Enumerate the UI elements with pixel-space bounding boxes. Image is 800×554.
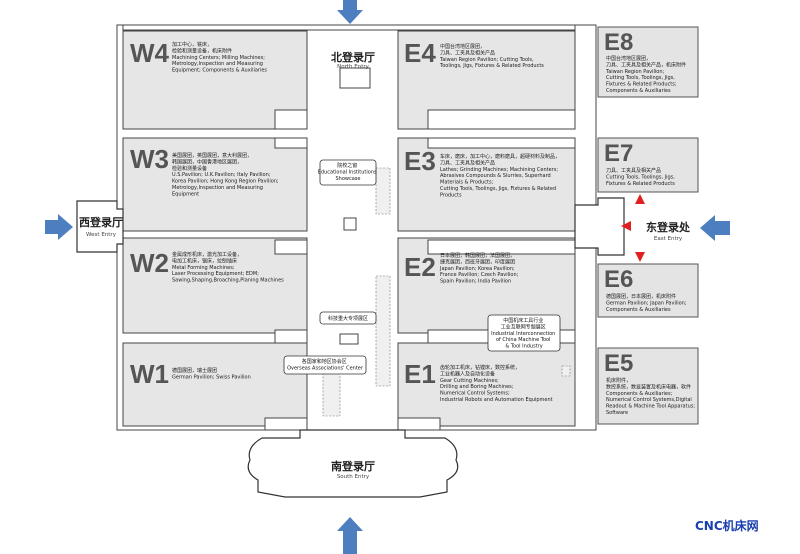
hall-w3[interactable] xyxy=(122,137,308,232)
east-door-arrow-down-icon xyxy=(635,252,645,262)
education-showcase-box[interactable] xyxy=(319,159,377,186)
e2-notch xyxy=(427,239,576,255)
pillar-mid xyxy=(343,217,357,231)
w1-notch xyxy=(274,329,308,344)
w2-notch xyxy=(274,239,308,255)
watermark-label: CNC机床网 xyxy=(695,519,759,533)
west-entry-en: West Entry xyxy=(86,232,117,238)
w1-bottom-notch xyxy=(264,417,308,431)
hall-w1-desc: 德国展团，瑞士展团 German Pavilion; Swiss Pavilio… xyxy=(172,367,251,380)
overseas-center-label: 各国家和地区协会区 Overseas Associations' Center xyxy=(287,358,364,372)
hall-w4-desc: 加工中心，铣床， 检验和测量设备，机床附件 Machining Centers;… xyxy=(172,41,267,74)
west-entry-arrow-icon xyxy=(45,214,73,240)
key-project-label: 科技重大专项展区 xyxy=(328,315,368,322)
hall-e6[interactable] xyxy=(597,263,699,318)
hall-e3-desc: 车床，磨床，加工中心，磨料磨具，超硬材料及制品， 刀具、工夹具及相关产品 Lat… xyxy=(440,153,562,198)
hall-w2-desc: 金属成形机床，激光加工设备， 电加工机床，锯床，拉刨插床 Metal Formi… xyxy=(172,251,284,284)
key-project-box[interactable] xyxy=(319,311,377,325)
hall-e1[interactable] xyxy=(397,342,576,427)
hall-w3-code: W3 xyxy=(130,144,169,174)
hall-e7-desc: 刀具、工夹具及相关产品 Cutting Tools, Toolings, Jig… xyxy=(606,167,676,187)
east-entry-lobby[interactable] xyxy=(574,197,625,256)
hall-e1-desc: 齿轮加工机床，钻镗床，数控系统， 工业机器人及自动化设备 Gear Cuttin… xyxy=(440,364,553,403)
w3-notch xyxy=(274,137,308,149)
east-door-arrow-up-icon xyxy=(635,194,645,204)
overseas-center-box[interactable] xyxy=(283,355,367,375)
hall-e4-code: E4 xyxy=(404,38,436,68)
south-entry-en: South Entry xyxy=(337,474,370,480)
hall-e5[interactable] xyxy=(597,347,699,425)
hall-e6-code: E6 xyxy=(604,266,633,293)
east-entry-en: East Entry xyxy=(654,236,683,242)
hall-w1[interactable] xyxy=(122,342,308,427)
north-entry-cn: 北登录厅 xyxy=(331,50,375,64)
top-connector xyxy=(122,24,576,31)
education-showcase-label: 院校之窗 Educational Institutions Showcase xyxy=(318,162,378,182)
hall-e2-desc: 日本展团，韩国展团，法国展团， 捷克展团，西班牙展团，印度展团 Japan Pa… xyxy=(439,252,520,285)
south-entry-cn: 南登录厅 xyxy=(331,459,375,473)
north-entry-arrow-icon xyxy=(337,0,363,24)
hall-e8-desc: 中国台湾地区展团， 刀具、工夹具及相关产品，机床附件 Taiwan Region… xyxy=(605,55,688,94)
hall-e7-code: E7 xyxy=(604,140,633,167)
hall-e8-code: E8 xyxy=(604,29,633,56)
industrial-zone xyxy=(561,365,571,377)
e4-notch xyxy=(427,109,576,130)
north-entry-en: North Entry xyxy=(337,64,370,70)
south-entry-arrow-icon xyxy=(337,517,363,554)
west-entry-cn: 西登录厅 xyxy=(79,215,123,229)
south-entry-lobby[interactable] xyxy=(247,429,459,498)
w4-notch xyxy=(274,109,308,130)
hall-w2-code: W2 xyxy=(130,248,169,278)
east-entry-arrow-icon xyxy=(700,215,730,241)
hall-e3-code: E3 xyxy=(404,146,436,176)
industrial-interconnection-label: 中国机床工具行业 工业互联网专题展区 Industrial Interconne… xyxy=(491,317,557,350)
hall-e3[interactable] xyxy=(397,137,576,232)
west-entry-lobby[interactable] xyxy=(76,200,124,253)
industrial-interconnection-box[interactable] xyxy=(487,314,561,352)
hall-e8[interactable] xyxy=(597,26,699,98)
hall-e7[interactable] xyxy=(597,137,699,193)
hall-w1-code: W1 xyxy=(130,359,169,389)
hall-e5-code: E5 xyxy=(604,350,633,377)
overseas-zone xyxy=(322,371,341,417)
key-project-zone xyxy=(375,275,391,387)
hall-w3-desc: 美国展团，英国展团，意大利展团， 韩国展团，中国香港地区展团， 检验和测量设备 … xyxy=(172,152,280,197)
hall-w4-code: W4 xyxy=(130,38,170,68)
east-door-arrow-left-icon xyxy=(621,221,631,231)
hall-e5-desc: 机床附件， 数控系统，数显装置及机床电器，软件 Components & Aux… xyxy=(606,377,697,416)
e1-bottom-notch xyxy=(397,417,441,431)
education-zone xyxy=(375,167,391,215)
east-entry-cn: 东登录处 xyxy=(646,220,691,234)
pillar-lower xyxy=(339,333,359,345)
hall-e6-desc: 德国展团，日本展团，机床附件 German Pavilion; Japan Pa… xyxy=(606,293,688,313)
hall-e1-code: E1 xyxy=(404,359,436,389)
e3-notch xyxy=(427,137,576,149)
hall-e4-desc: 中国台湾地区展团， 刀具、工夹具及相关产品 Taiwan Region Pavi… xyxy=(439,43,544,69)
hall-e2-code: E2 xyxy=(404,252,436,282)
pillar-north xyxy=(339,67,371,89)
